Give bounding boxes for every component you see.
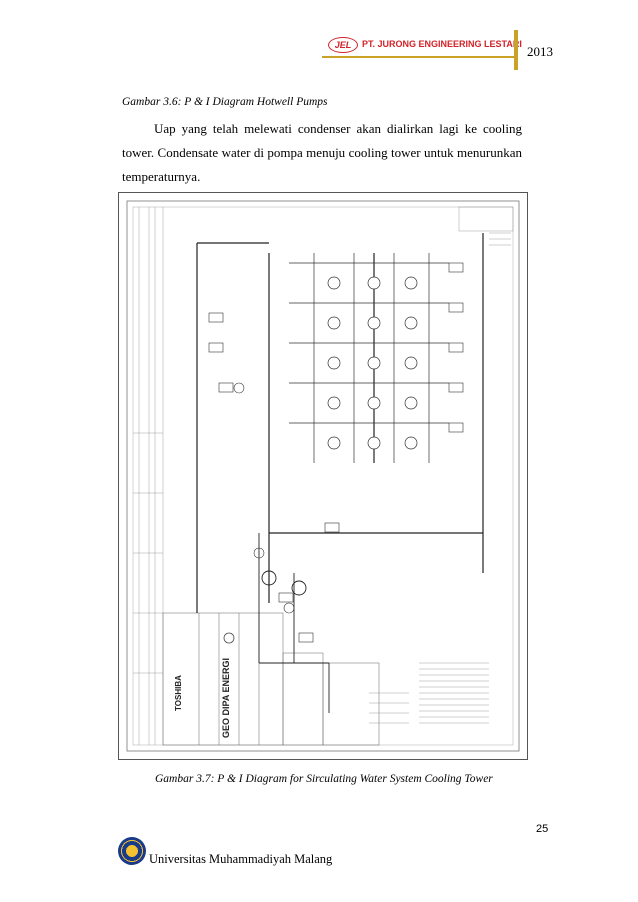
company-name: PT. JURONG ENGINEERING LESTARI — [362, 39, 522, 49]
page-number: 25 — [536, 823, 549, 835]
company-logo: JEL — [328, 37, 358, 53]
figure-caption-hotwell: Gambar 3.6: P & I Diagram Hotwell Pumps — [122, 96, 328, 108]
header-rule — [322, 56, 514, 58]
pid-diagram-graphic: GEO DIPA ENERGI TOSHIBA — [126, 200, 520, 752]
header-divider — [514, 30, 518, 70]
pid-drawing: GEO DIPA ENERGI TOSHIBA — [118, 192, 528, 760]
figure-caption-cooling-tower: Gambar 3.7: P & I Diagram for Sirculatin… — [155, 773, 493, 785]
page-header: JEL PT. JURONG ENGINEERING LESTARI 2013 — [0, 0, 638, 80]
body-paragraph: Uap yang telah melewati condenser akan d… — [122, 117, 522, 189]
header-year: 2013 — [527, 44, 553, 59]
university-name: Universitas Muhammadiyah Malang — [149, 852, 333, 866]
title-block-client: GEO DIPA ENERGI — [221, 658, 231, 738]
client-logo-icon — [223, 632, 235, 644]
university-logo-icon — [118, 837, 146, 865]
title-block-vendor: TOSHIBA — [174, 675, 183, 711]
body-paragraph-text: Uap yang telah melewati condenser akan d… — [122, 121, 522, 184]
